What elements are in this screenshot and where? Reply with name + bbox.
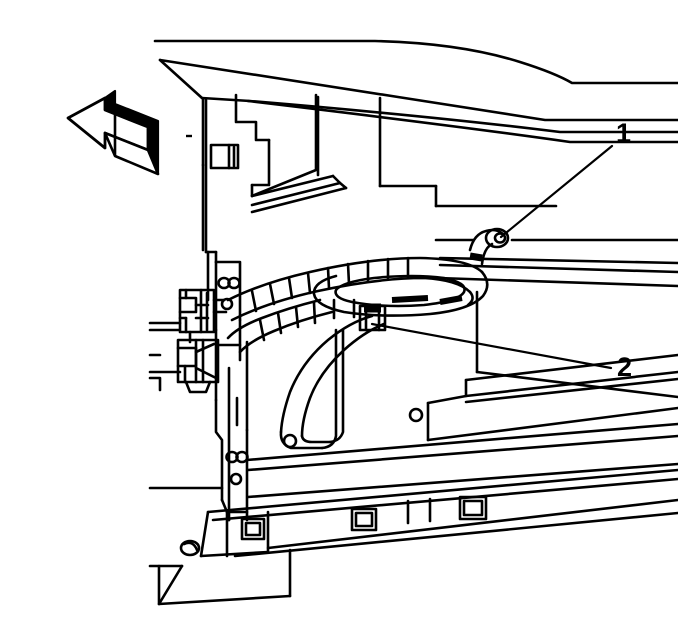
inner-panel-horizontal-lines [148, 321, 242, 392]
callout-1-leader-line [499, 144, 614, 239]
pillar-mounting-holes [217, 276, 249, 486]
connector-block-upper [178, 288, 228, 344]
upper-inner-stepped-panel [201, 93, 438, 252]
direction-arrow [66, 89, 160, 176]
inner-shelf-ledge [282, 353, 678, 449]
lower-sill-panel [148, 468, 678, 606]
connector-block-lower [176, 338, 220, 394]
callout-label-2: 2 [617, 352, 633, 382]
callout-label-1: 1 [616, 118, 632, 148]
callout-2-leader-line [370, 322, 613, 370]
sill-cutouts [240, 495, 488, 541]
vertical-pillar-bracket [204, 98, 249, 522]
pillar-top-clip [209, 143, 240, 170]
lower-large-panel [148, 434, 678, 499]
upper-roof-panel [153, 39, 678, 144]
fitting-shading [469, 252, 483, 262]
hose-shading-accents [391, 295, 463, 305]
hose-end-fitting [468, 227, 510, 266]
